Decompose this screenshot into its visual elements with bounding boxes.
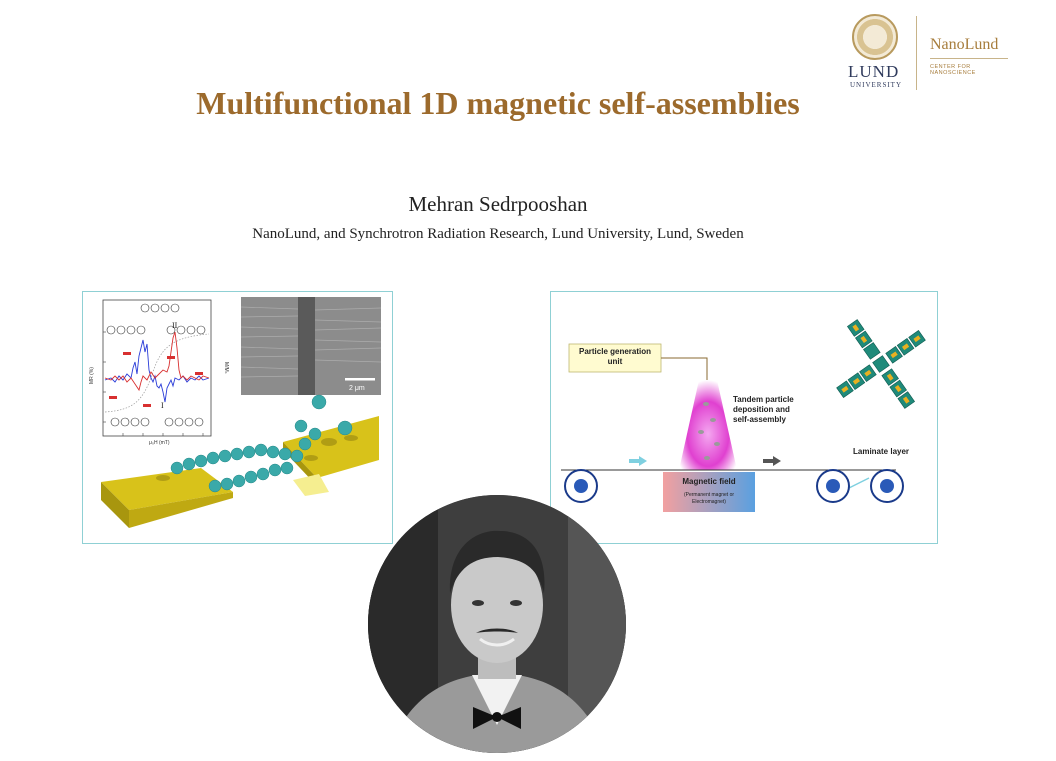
- plot-frame: [102, 299, 212, 437]
- cross-assembly-icon: [836, 319, 926, 409]
- speaker-photo: [368, 495, 626, 753]
- university-seal-icon: [852, 14, 898, 60]
- direction-arrows: [629, 456, 781, 466]
- lund-nanolund-logo: LUND UNIVERSITY NanoLund CENTER FOR NANO…: [838, 14, 1018, 92]
- author-affiliation: NanoLund, and Synchrotron Radiation Rese…: [252, 226, 744, 242]
- moment-diagram-icons: [106, 303, 206, 427]
- logo-divider: [916, 16, 917, 90]
- plot-ylabel: MR (%): [89, 367, 95, 384]
- field-sweep-markers: [109, 352, 203, 407]
- plot-label-II: II: [172, 321, 178, 330]
- figure-left-panel: II I μ₀H (mT) MR (%) M/Mₛ 2 μm: [82, 291, 393, 544]
- slide-title: Multifunctional 1D magnetic self-assembl…: [196, 85, 800, 121]
- sem-gap: [298, 297, 315, 395]
- magnetic-field-label: Magnetic field: [682, 477, 735, 486]
- author-name: Mehran Sedrpooshan: [408, 192, 588, 216]
- substrate-highlight: [293, 474, 329, 496]
- rollers: [564, 469, 904, 503]
- plot-xlabel: μ₀H (mT): [149, 440, 170, 446]
- substrate-right-side: [283, 442, 317, 486]
- mr-trace-red: [104, 331, 210, 392]
- magnetization-curve: [104, 333, 210, 413]
- substrate-right: [283, 416, 379, 478]
- substrate-left-front: [129, 492, 233, 528]
- particle-generation-box: [568, 343, 662, 373]
- logo-center-rule: [930, 58, 1008, 59]
- substrate-holes: [156, 435, 358, 481]
- plot-ylabel-right: M/Mₛ: [223, 362, 229, 374]
- figure-left-graphic: II I μ₀H (mT) MR (%) M/Mₛ 2 μm: [89, 297, 382, 528]
- plume-particles: [698, 402, 720, 460]
- laminate-label: Laminate layer: [853, 447, 909, 456]
- scale-bar-label: 2 μm: [349, 385, 365, 392]
- plot-ticks: [103, 331, 204, 436]
- plot-label-I: I: [161, 401, 164, 410]
- sem-texture: [240, 306, 382, 378]
- particle-chain: [170, 394, 353, 493]
- logo-center: NanoLund: [930, 36, 999, 53]
- substrate-left-side: [101, 482, 129, 528]
- connector-line: [661, 357, 708, 380]
- deposition-plume: [679, 380, 737, 470]
- logo-center-sub: CENTER FOR NANOSCIENCE: [930, 64, 976, 76]
- scale-bar: [345, 378, 375, 381]
- substrate-left: [101, 468, 233, 510]
- magnetic-field-block: [663, 472, 755, 512]
- speaker-portrait-graphic: [368, 495, 626, 753]
- logo-university: LUND: [848, 62, 900, 81]
- logo-university-sub: UNIVERSITY: [850, 81, 902, 89]
